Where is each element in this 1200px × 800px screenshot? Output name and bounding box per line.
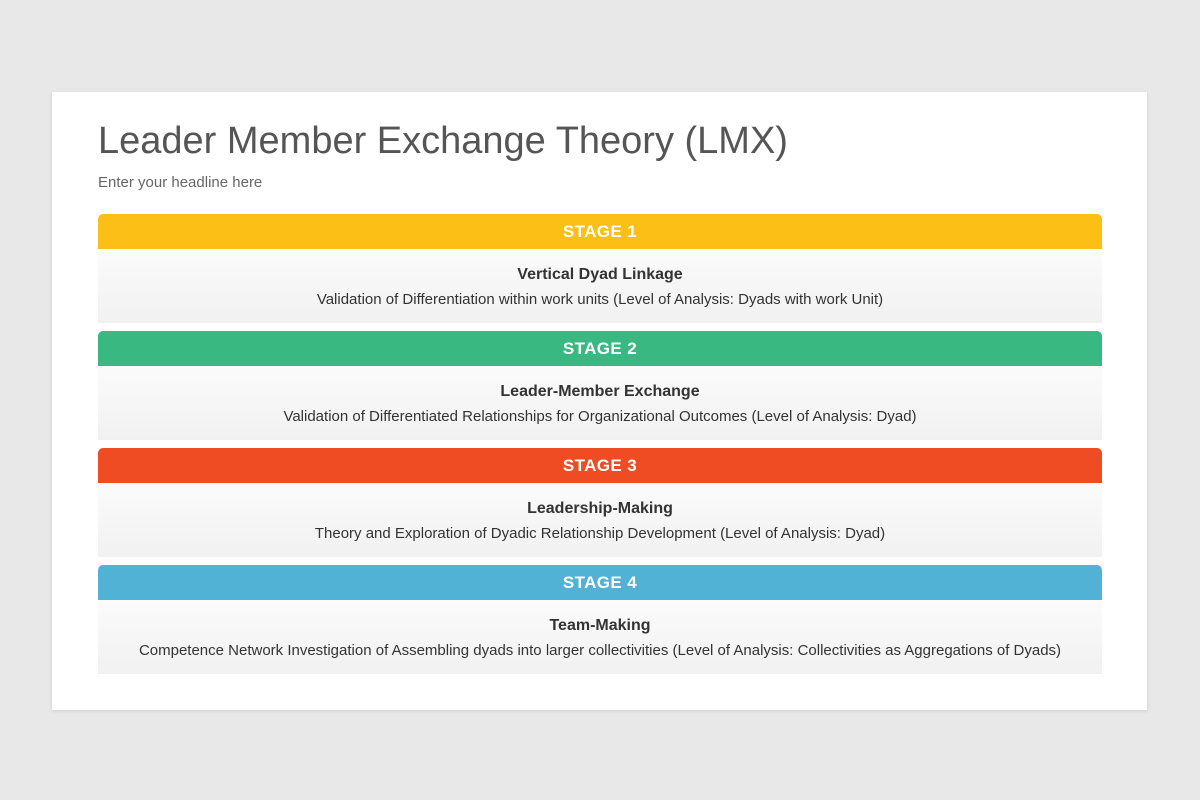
- stage-4-name: Team-Making: [549, 617, 651, 634]
- stage-4-body: Team-Making Competence Network Investiga…: [98, 600, 1102, 674]
- stage-2: STAGE 2 Leader-Member Exchange Validatio…: [98, 331, 1102, 440]
- stage-2-name: Leader-Member Exchange: [500, 383, 700, 400]
- stage-3-header: STAGE 3: [98, 448, 1102, 483]
- stage-1-body: Vertical Dyad Linkage Validation of Diff…: [98, 249, 1102, 323]
- stage-4-description: Competence Network Investigation of Asse…: [138, 642, 1062, 659]
- stage-4: STAGE 4 Team-Making Competence Network I…: [98, 565, 1102, 674]
- stage-1: STAGE 1 Vertical Dyad Linkage Validation…: [98, 214, 1102, 323]
- stage-2-header: STAGE 2: [98, 331, 1102, 366]
- stages-list: STAGE 1 Vertical Dyad Linkage Validation…: [98, 214, 1102, 682]
- stage-1-description: Validation of Differentiation within wor…: [316, 291, 884, 308]
- stage-4-header: STAGE 4: [98, 565, 1102, 600]
- stage-2-description: Validation of Differentiated Relationshi…: [283, 408, 917, 425]
- stage-1-name: Vertical Dyad Linkage: [517, 266, 683, 283]
- stage-3: STAGE 3 Leadership-Making Theory and Exp…: [98, 448, 1102, 557]
- stage-3-body: Leadership-Making Theory and Exploration…: [98, 483, 1102, 557]
- slide-title: Leader Member Exchange Theory (LMX): [98, 120, 788, 162]
- stage-2-body: Leader-Member Exchange Validation of Dif…: [98, 366, 1102, 440]
- stage-3-name: Leadership-Making: [527, 500, 673, 517]
- slide: Leader Member Exchange Theory (LMX) Ente…: [52, 92, 1147, 710]
- slide-subtitle: Enter your headline here: [98, 174, 263, 191]
- stage-3-description: Theory and Exploration of Dyadic Relatio…: [314, 525, 886, 542]
- stage-1-header: STAGE 1: [98, 214, 1102, 249]
